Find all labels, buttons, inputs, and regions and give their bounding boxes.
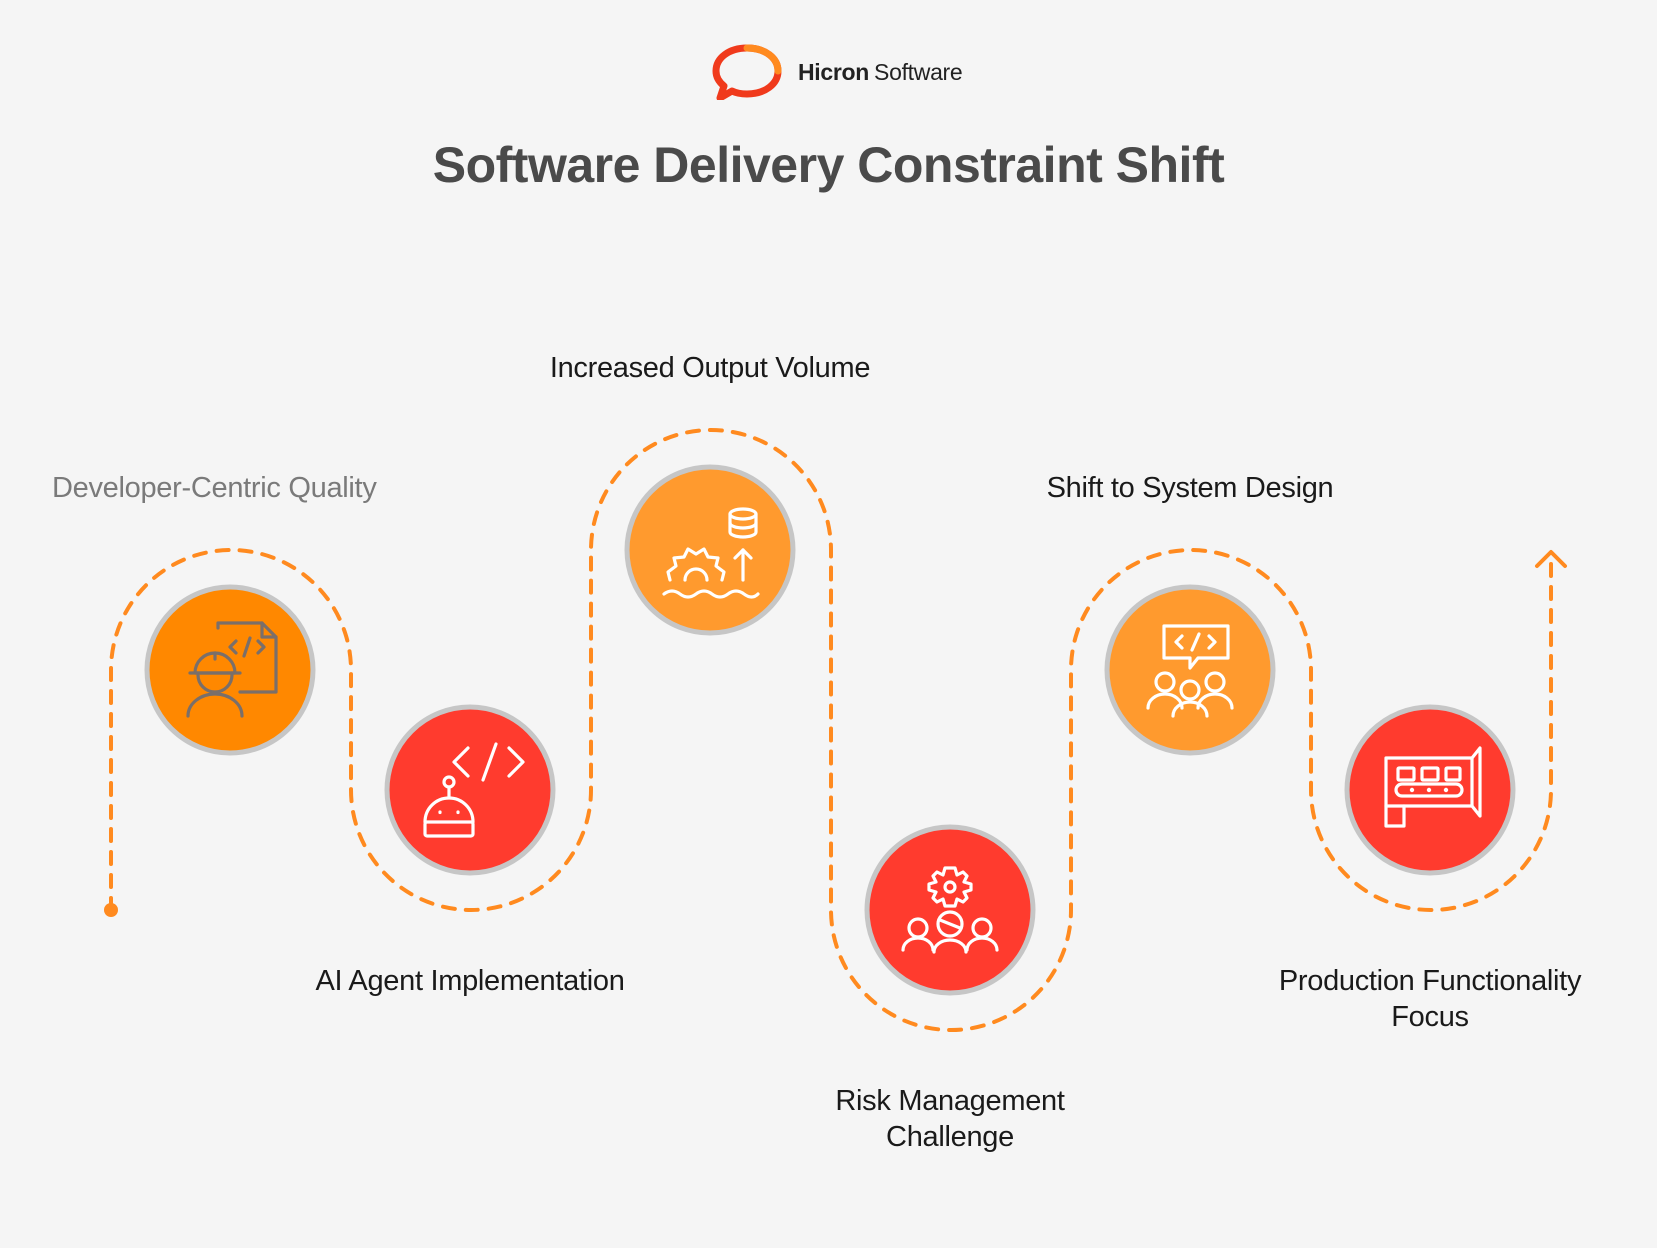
hicron-speech-bubble-logo-icon [712,44,782,100]
data-growth-icon [662,507,760,599]
path-end-arrow-icon [1535,550,1567,568]
step-label-line: Risk Management [835,1085,1065,1117]
step-node-developer-centric-quality [144,584,316,756]
step-label-line: Shift to System Design [1046,472,1334,504]
step-node-risk-management-challenge [864,824,1036,996]
step-node-increased-output-volume [624,464,796,636]
path-start-dot [104,903,118,917]
step-label-line: Developer-Centric Quality [52,472,377,504]
production-conveyor-icon [1384,746,1482,828]
step-label-production-functionality-focus: Production Functionality Focus [1230,963,1630,1035]
step-label-developer-centric-quality: Developer-Centric Quality [52,470,377,506]
step-label-line: AI Agent Implementation [315,965,625,997]
team-gear-icon [901,866,999,954]
step-label-ai-agent-implementation: AI Agent Implementation [270,963,670,999]
step-label-risk-management-challenge: Risk Management Challenge [770,1083,1130,1155]
robot-code-icon [423,742,525,838]
team-code-discussion-icon [1146,624,1234,718]
brand-name-bold: Hicron [798,58,870,85]
step-node-production-functionality-focus [1344,704,1516,876]
brand-name-regular: Software [874,58,963,85]
step-label-line: Increased Output Volume [549,352,871,384]
step-node-shift-to-system-design [1104,584,1276,756]
step-node-ai-agent-implementation [384,704,556,876]
developer-code-document-icon [186,621,278,718]
page-title: Software Delivery Constraint Shift [432,137,1225,193]
step-label-line: Production Functionality [1278,965,1582,997]
dashed-flow-path [109,428,1553,1032]
step-label-line: Focus [1391,1001,1469,1033]
step-label-shift-to-system-design: Shift to System Design [990,470,1390,506]
step-label-line: Challenge [886,1121,1014,1153]
step-label-increased-output-volume: Increased Output Volume [510,350,910,386]
